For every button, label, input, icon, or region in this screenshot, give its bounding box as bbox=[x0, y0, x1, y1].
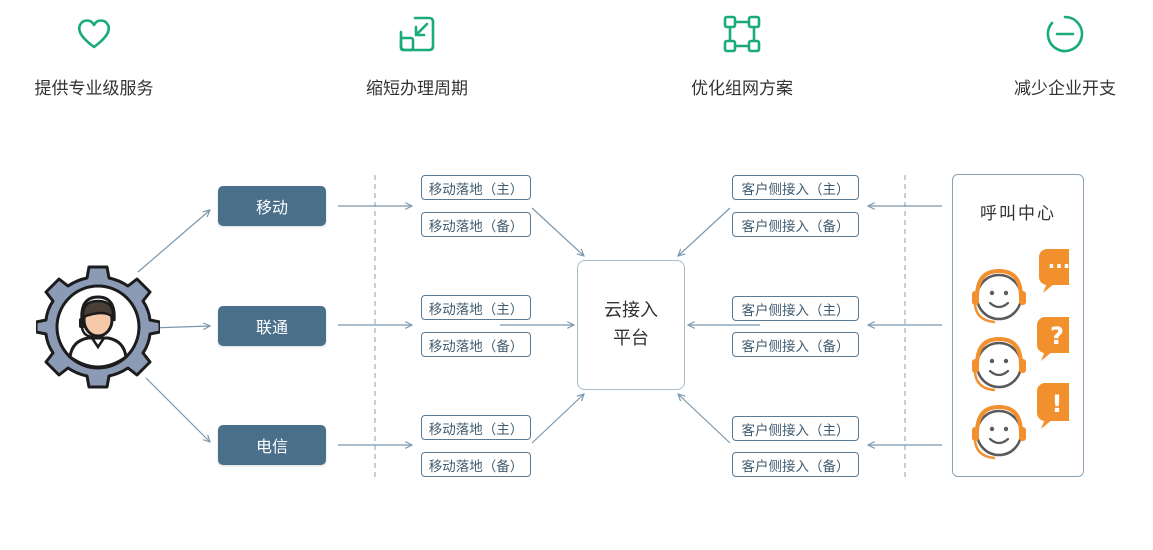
headset-agent-icon: ? bbox=[972, 317, 1069, 392]
carrier-unicom: 联通 bbox=[218, 306, 326, 346]
feature-label: 缩短办理周期 bbox=[366, 79, 468, 99]
headset-agent-icon: ! bbox=[972, 383, 1069, 460]
client-access-backup-tag: 客户侧接入（备） bbox=[732, 452, 859, 477]
client-access-backup-tag: 客户侧接入（备） bbox=[732, 212, 859, 237]
landing-main-tag: 移动落地（主） bbox=[421, 415, 531, 440]
call-center-panel: 呼叫中心 ··· ? ! bbox=[952, 174, 1084, 477]
carrier-mobile: 移动 bbox=[218, 186, 326, 226]
bubble-question-text: ? bbox=[1050, 322, 1064, 350]
arrow-hub-mobile bbox=[137, 210, 210, 273]
arrow-client1-platform bbox=[678, 207, 731, 256]
feature-network: 优化组网方案 bbox=[632, 14, 852, 99]
landing-backup-tag: 移动落地（备） bbox=[421, 452, 531, 477]
minus-circle-icon bbox=[1046, 15, 1084, 53]
platform-line2: 平台 bbox=[613, 328, 649, 349]
cloud-access-platform: 云接入 平台 bbox=[577, 260, 685, 390]
landing-backup-tag: 移动落地（备） bbox=[421, 332, 531, 357]
landing-main-tag: 移动落地（主） bbox=[421, 295, 531, 320]
landing-main-tag: 移动落地（主） bbox=[421, 175, 531, 200]
carrier-telecom: 电信 bbox=[218, 425, 326, 465]
feature-label: 优化组网方案 bbox=[691, 79, 793, 99]
client-access-backup-tag: 客户侧接入（备） bbox=[732, 332, 859, 357]
client-access-main-tag: 客户侧接入（主） bbox=[732, 416, 859, 441]
feature-label: 减少企业开支 bbox=[1014, 79, 1116, 99]
headset-agent-icon: ··· bbox=[972, 249, 1069, 324]
feature-label: 提供专业级服务 bbox=[34, 79, 154, 99]
arrow-landing1-platform bbox=[531, 207, 584, 256]
feature-cycle: 缩短办理周期 bbox=[307, 14, 527, 99]
landing-backup-tag: 移动落地（备） bbox=[421, 212, 531, 237]
network-icon bbox=[723, 15, 761, 53]
shrink-arrow-icon bbox=[399, 16, 435, 52]
arrow-landing3-platform bbox=[531, 394, 584, 444]
feature-service: 提供专业级服务 bbox=[0, 14, 204, 99]
arrow-hub-unicom bbox=[149, 326, 210, 328]
call-center-title: 呼叫中心 bbox=[980, 204, 1056, 224]
platform-line1: 云接入 bbox=[604, 300, 658, 321]
client-access-main-tag: 客户侧接入（主） bbox=[732, 175, 859, 200]
client-access-main-tag: 客户侧接入（主） bbox=[732, 296, 859, 321]
gear-agent-icon bbox=[36, 265, 160, 389]
bubble-dots-text: ··· bbox=[1048, 254, 1069, 278]
arrow-hub-telecom bbox=[145, 377, 210, 442]
arrow-client3-platform bbox=[678, 394, 731, 444]
heart-icon bbox=[77, 19, 111, 49]
feature-cost: 减少企业开支 bbox=[955, 14, 1153, 99]
bubble-exclaim-text: ! bbox=[1052, 390, 1063, 418]
